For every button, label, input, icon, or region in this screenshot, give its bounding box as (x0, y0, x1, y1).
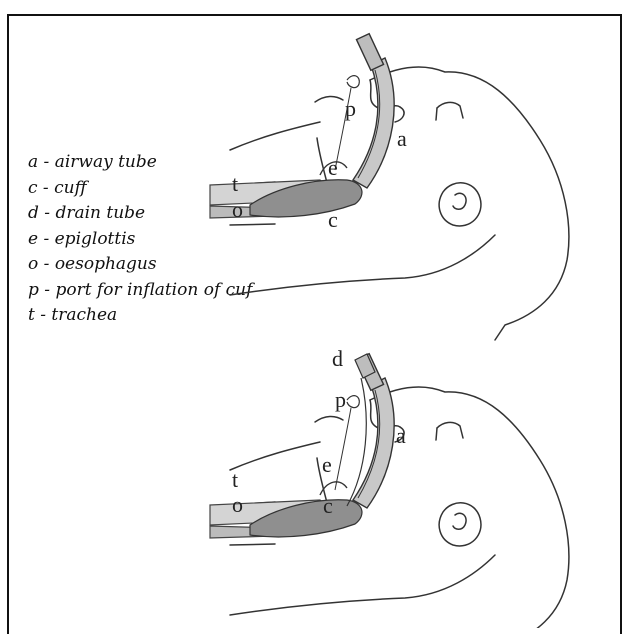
label-p: p (335, 387, 346, 412)
label-o: o (232, 197, 243, 222)
illustration-top: p a e t o c (210, 34, 569, 340)
label-c: c (328, 207, 338, 232)
label-a: a (396, 423, 406, 448)
label-e: e (322, 452, 332, 477)
label-e: e (328, 155, 338, 180)
label-o: o (232, 492, 243, 517)
label-t: t (232, 467, 238, 492)
label-t: t (232, 171, 238, 196)
label-c: c (323, 493, 333, 518)
label-a: a (397, 126, 407, 151)
label-p: p (345, 96, 356, 121)
illustration-bottom: d p a e t o c (210, 346, 569, 628)
label-d: d (332, 346, 343, 371)
